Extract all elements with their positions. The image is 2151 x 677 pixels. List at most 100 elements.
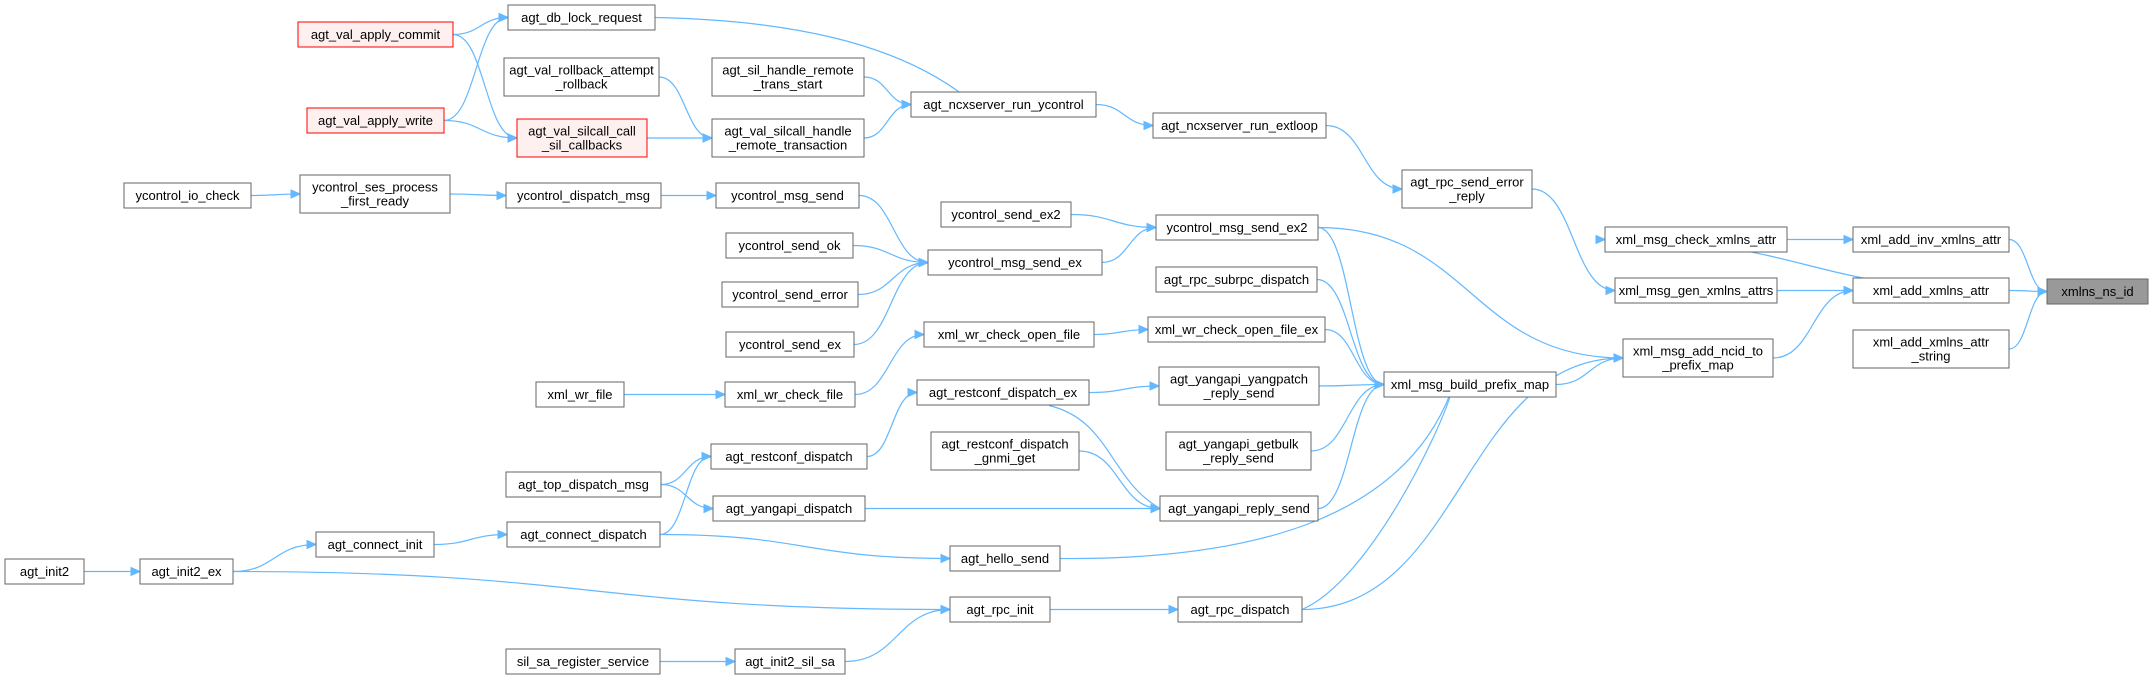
node-ycontrol-msg-send[interactable]: ycontrol_msg_send xyxy=(715,182,860,209)
node-box[interactable] xyxy=(1852,329,2010,369)
node-box[interactable] xyxy=(927,249,1103,276)
node-ycontrol-send-ex[interactable]: ycontrol_send_ex xyxy=(725,331,855,358)
node-box[interactable] xyxy=(916,379,1090,406)
node-box[interactable] xyxy=(949,545,1061,572)
node-agt-val-apply-commit[interactable]: agt_val_apply_commit xyxy=(297,21,454,48)
node-box[interactable] xyxy=(506,521,661,548)
node-box[interactable] xyxy=(505,648,661,675)
node-xml-msg-build-prefix-map[interactable]: xml_msg_build_prefix_map xyxy=(1383,371,1557,398)
node-agt-yangapi-dispatch[interactable]: agt_yangapi_dispatch xyxy=(712,495,866,522)
node-agt-top-dispatch-msg[interactable]: agt_top_dispatch_msg xyxy=(505,471,662,498)
node-xml-msg-gen-xmlns-attrs[interactable]: xml_msg_gen_xmlns_attrs xyxy=(1614,277,1778,304)
node-agt-rpc-dispatch[interactable]: agt_rpc_dispatch xyxy=(1177,596,1303,623)
node-box[interactable] xyxy=(2046,278,2149,305)
node-box[interactable] xyxy=(123,182,252,209)
node-agt-sil-handle-remote-trans-start[interactable]: agt_sil_handle_remote_trans_start xyxy=(711,57,865,97)
node-agt-hello-send[interactable]: agt_hello_send xyxy=(949,545,1061,572)
node-box[interactable] xyxy=(930,431,1080,471)
node-box[interactable] xyxy=(1852,277,2010,304)
node-box[interactable] xyxy=(1614,277,1778,304)
node-agt-restconf-dispatch-gnmi-get[interactable]: agt_restconf_dispatch_gnmi_get xyxy=(930,431,1080,471)
node-box[interactable] xyxy=(139,558,234,585)
node-box[interactable] xyxy=(1852,226,2010,253)
node-xml-wr-check-file[interactable]: xml_wr_check_file xyxy=(724,381,856,408)
node-box[interactable] xyxy=(1383,371,1557,398)
node-box[interactable] xyxy=(940,201,1072,228)
node-ycontrol-send-error[interactable]: ycontrol_send_error xyxy=(721,281,859,308)
node-agt-val-rollback-attempt-rollback[interactable]: agt_val_rollback_attempt_rollback xyxy=(503,57,660,97)
node-agt-restconf-dispatch[interactable]: agt_restconf_dispatch xyxy=(710,443,868,470)
node-agt-db-lock-request[interactable]: agt_db_lock_request xyxy=(507,4,656,31)
node-sil-sa-register-service[interactable]: sil_sa_register_service xyxy=(505,648,661,675)
node-ycontrol-send-ex2[interactable]: ycontrol_send_ex2 xyxy=(940,201,1072,228)
node-ycontrol-msg-send-ex2[interactable]: ycontrol_msg_send_ex2 xyxy=(1155,214,1319,241)
node-agt-yangapi-yangpatch-reply-send[interactable]: agt_yangapi_yangpatch_reply_send xyxy=(1158,366,1320,406)
node-box[interactable] xyxy=(949,596,1051,623)
node-ycontrol-msg-send-ex[interactable]: ycontrol_msg_send_ex xyxy=(927,249,1103,276)
node-box[interactable] xyxy=(505,182,662,209)
node-box[interactable] xyxy=(721,281,859,308)
node-xml-wr-check-open-file[interactable]: xml_wr_check_open_file xyxy=(923,321,1095,348)
node-box[interactable] xyxy=(1401,169,1533,209)
node-box[interactable] xyxy=(712,495,866,522)
node-box[interactable] xyxy=(725,232,854,259)
node-box[interactable] xyxy=(725,331,855,358)
node-box[interactable] xyxy=(1147,316,1326,343)
node-xml-wr-check-open-file-ex[interactable]: xml_wr_check_open_file_ex xyxy=(1147,316,1326,343)
node-box[interactable] xyxy=(724,381,856,408)
node-box[interactable] xyxy=(1622,338,1774,378)
node-box[interactable] xyxy=(1155,266,1318,293)
node-xml-wr-file[interactable]: xml_wr_file xyxy=(535,381,625,408)
node-box[interactable] xyxy=(306,107,445,134)
node-box[interactable] xyxy=(315,531,435,558)
node-xmlns-ns-id[interactable]: xmlns_ns_id xyxy=(2046,278,2149,305)
node-agt-yangapi-getbulk-reply-send[interactable]: agt_yangapi_getbulk_reply_send xyxy=(1165,431,1312,471)
node-agt-init2-ex[interactable]: agt_init2_ex xyxy=(139,558,234,585)
node-box[interactable] xyxy=(535,381,625,408)
node-box[interactable] xyxy=(711,57,865,97)
node-ycontrol-dispatch-msg[interactable]: ycontrol_dispatch_msg xyxy=(505,182,662,209)
node-box[interactable] xyxy=(710,443,868,470)
node-ycontrol-ses-process-first-ready[interactable]: ycontrol_ses_process_first_ready xyxy=(299,174,451,214)
node-ycontrol-io-check[interactable]: ycontrol_io_check xyxy=(123,182,252,209)
node-xml-add-xmlns-attr[interactable]: xml_add_xmlns_attr xyxy=(1852,277,2010,304)
node-xml-msg-add-ncid-to-prefix-map[interactable]: xml_msg_add_ncid_to_prefix_map xyxy=(1622,338,1774,378)
node-box[interactable] xyxy=(516,118,648,158)
node-agt-val-apply-write[interactable]: agt_val_apply_write xyxy=(306,107,445,134)
node-agt-ncxserver-run-ycontrol[interactable]: agt_ncxserver_run_ycontrol xyxy=(910,91,1097,118)
node-box[interactable] xyxy=(923,321,1095,348)
node-box[interactable] xyxy=(507,4,656,31)
node-agt-connect-init[interactable]: agt_connect_init xyxy=(315,531,435,558)
node-agt-val-silcall-call-sil-callbacks[interactable]: agt_val_silcall_call_sil_callbacks xyxy=(516,118,648,158)
node-box[interactable] xyxy=(299,174,451,214)
node-box[interactable] xyxy=(1159,495,1319,522)
node-agt-rpc-send-error-reply[interactable]: agt_rpc_send_error_reply xyxy=(1401,169,1533,209)
node-agt-rpc-subrpc-dispatch[interactable]: agt_rpc_subrpc_dispatch xyxy=(1155,266,1318,293)
node-box[interactable] xyxy=(4,558,85,585)
node-agt-rpc-init[interactable]: agt_rpc_init xyxy=(949,596,1051,623)
node-agt-val-silcall-handle-remote-transaction[interactable]: agt_val_silcall_handle_remote_transactio… xyxy=(711,118,865,158)
node-xml-add-inv-xmlns-attr[interactable]: xml_add_inv_xmlns_attr xyxy=(1852,226,2010,253)
node-box[interactable] xyxy=(1152,112,1327,139)
node-agt-restconf-dispatch-ex[interactable]: agt_restconf_dispatch_ex xyxy=(916,379,1090,406)
node-box[interactable] xyxy=(505,471,662,498)
node-agt-init2[interactable]: agt_init2 xyxy=(4,558,85,585)
node-agt-connect-dispatch[interactable]: agt_connect_dispatch xyxy=(506,521,661,548)
node-agt-ncxserver-run-extloop[interactable]: agt_ncxserver_run_extloop xyxy=(1152,112,1327,139)
node-box[interactable] xyxy=(297,21,454,48)
node-box[interactable] xyxy=(734,648,846,675)
node-box[interactable] xyxy=(1165,431,1312,471)
node-box[interactable] xyxy=(715,182,860,209)
node-box[interactable] xyxy=(1158,366,1320,406)
node-box[interactable] xyxy=(1155,214,1319,241)
node-ycontrol-send-ok[interactable]: ycontrol_send_ok xyxy=(725,232,854,259)
node-agt-yangapi-reply-send[interactable]: agt_yangapi_reply_send xyxy=(1159,495,1319,522)
node-agt-init2-sil-sa[interactable]: agt_init2_sil_sa xyxy=(734,648,846,675)
node-xml-msg-check-xmlns-attr[interactable]: xml_msg_check_xmlns_attr xyxy=(1604,226,1788,253)
node-box[interactable] xyxy=(1604,226,1788,253)
node-xml-add-xmlns-attr-string[interactable]: xml_add_xmlns_attr_string xyxy=(1852,329,2010,369)
node-box[interactable] xyxy=(910,91,1097,118)
node-box[interactable] xyxy=(711,118,865,158)
node-box[interactable] xyxy=(503,57,660,97)
node-box[interactable] xyxy=(1177,596,1303,623)
